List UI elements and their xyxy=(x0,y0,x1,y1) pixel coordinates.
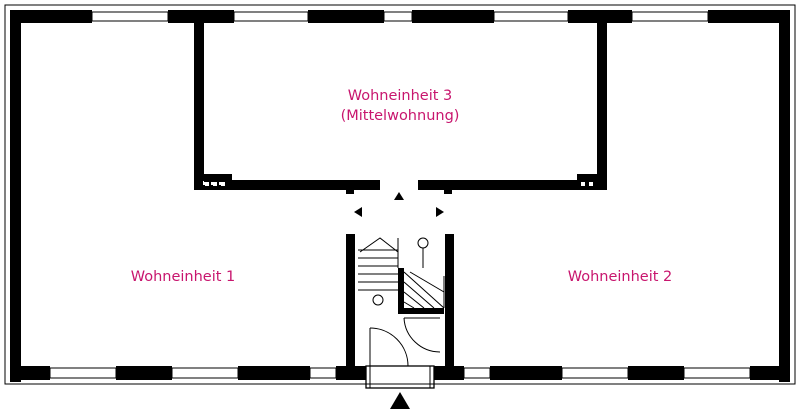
entrance-arrow-icon xyxy=(390,392,410,409)
stairwell-walls xyxy=(346,234,454,380)
unit3-name: Wohneinheit 3 xyxy=(348,88,453,104)
arrow-left-icon xyxy=(354,207,362,217)
outer-wall-bottom xyxy=(10,366,790,380)
outer-wall-right xyxy=(779,10,790,382)
staircase xyxy=(358,237,445,309)
building-outline xyxy=(4,4,796,385)
arrow-up-icon xyxy=(394,192,404,200)
arrow-right-icon xyxy=(436,207,444,217)
unit3-walls xyxy=(194,10,607,194)
entrance-door xyxy=(369,317,441,367)
outer-wall-left xyxy=(10,10,21,382)
outer-wall-top xyxy=(10,10,790,23)
unit1-name: Wohneinheit 1 xyxy=(131,269,236,285)
unit2-name: Wohneinheit 2 xyxy=(568,269,673,285)
unit3-subtitle: (Mittelwohnung) xyxy=(341,108,460,124)
main-entrance xyxy=(365,365,435,389)
